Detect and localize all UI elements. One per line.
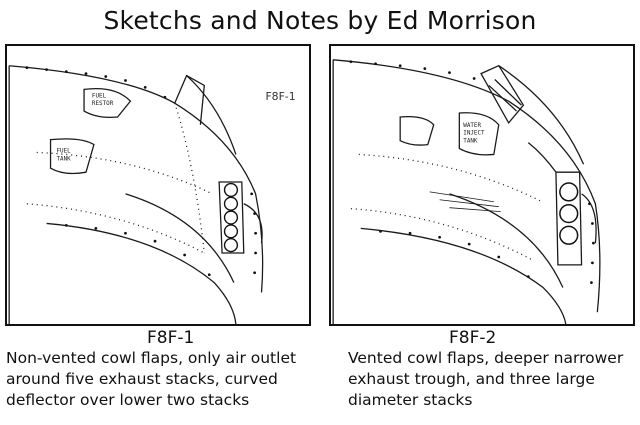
svg-text:TANK: TANK xyxy=(463,139,478,145)
f8f1-cowl-drawing: FUEL RESTOR FUEL TANK F8F-1 xyxy=(8,65,296,324)
placard-upper: FUEL xyxy=(92,93,107,99)
exhaust-stacks xyxy=(559,182,579,245)
svg-text:TANK: TANK xyxy=(56,156,71,162)
f8f1-title: F8F-1 xyxy=(147,328,195,348)
f8f2-sketch: WATER INJECT TANK xyxy=(329,44,635,326)
sketch-label: F8F-1 xyxy=(265,90,295,103)
placard-lower: FUEL xyxy=(56,148,71,154)
svg-text:RESTOR: RESTOR xyxy=(92,101,114,107)
f8f1-sketch: FUEL RESTOR FUEL TANK F8F-1 xyxy=(5,44,311,326)
f8f2-cowl-drawing: WATER INJECT TANK xyxy=(332,59,601,324)
f8f2-title: F8F-2 xyxy=(449,328,497,348)
page-title: Sketchs and Notes by Ed Morrison xyxy=(103,6,537,35)
f8f1-caption: Non-vented cowl flaps, only air outlet a… xyxy=(6,349,297,409)
f8f2-caption: Vented cowl flaps, deeper narrower exhau… xyxy=(348,349,624,409)
exhaust-stacks xyxy=(223,182,239,253)
svg-text:INJECT: INJECT xyxy=(463,131,485,137)
svg-text:WATER: WATER xyxy=(463,123,481,129)
